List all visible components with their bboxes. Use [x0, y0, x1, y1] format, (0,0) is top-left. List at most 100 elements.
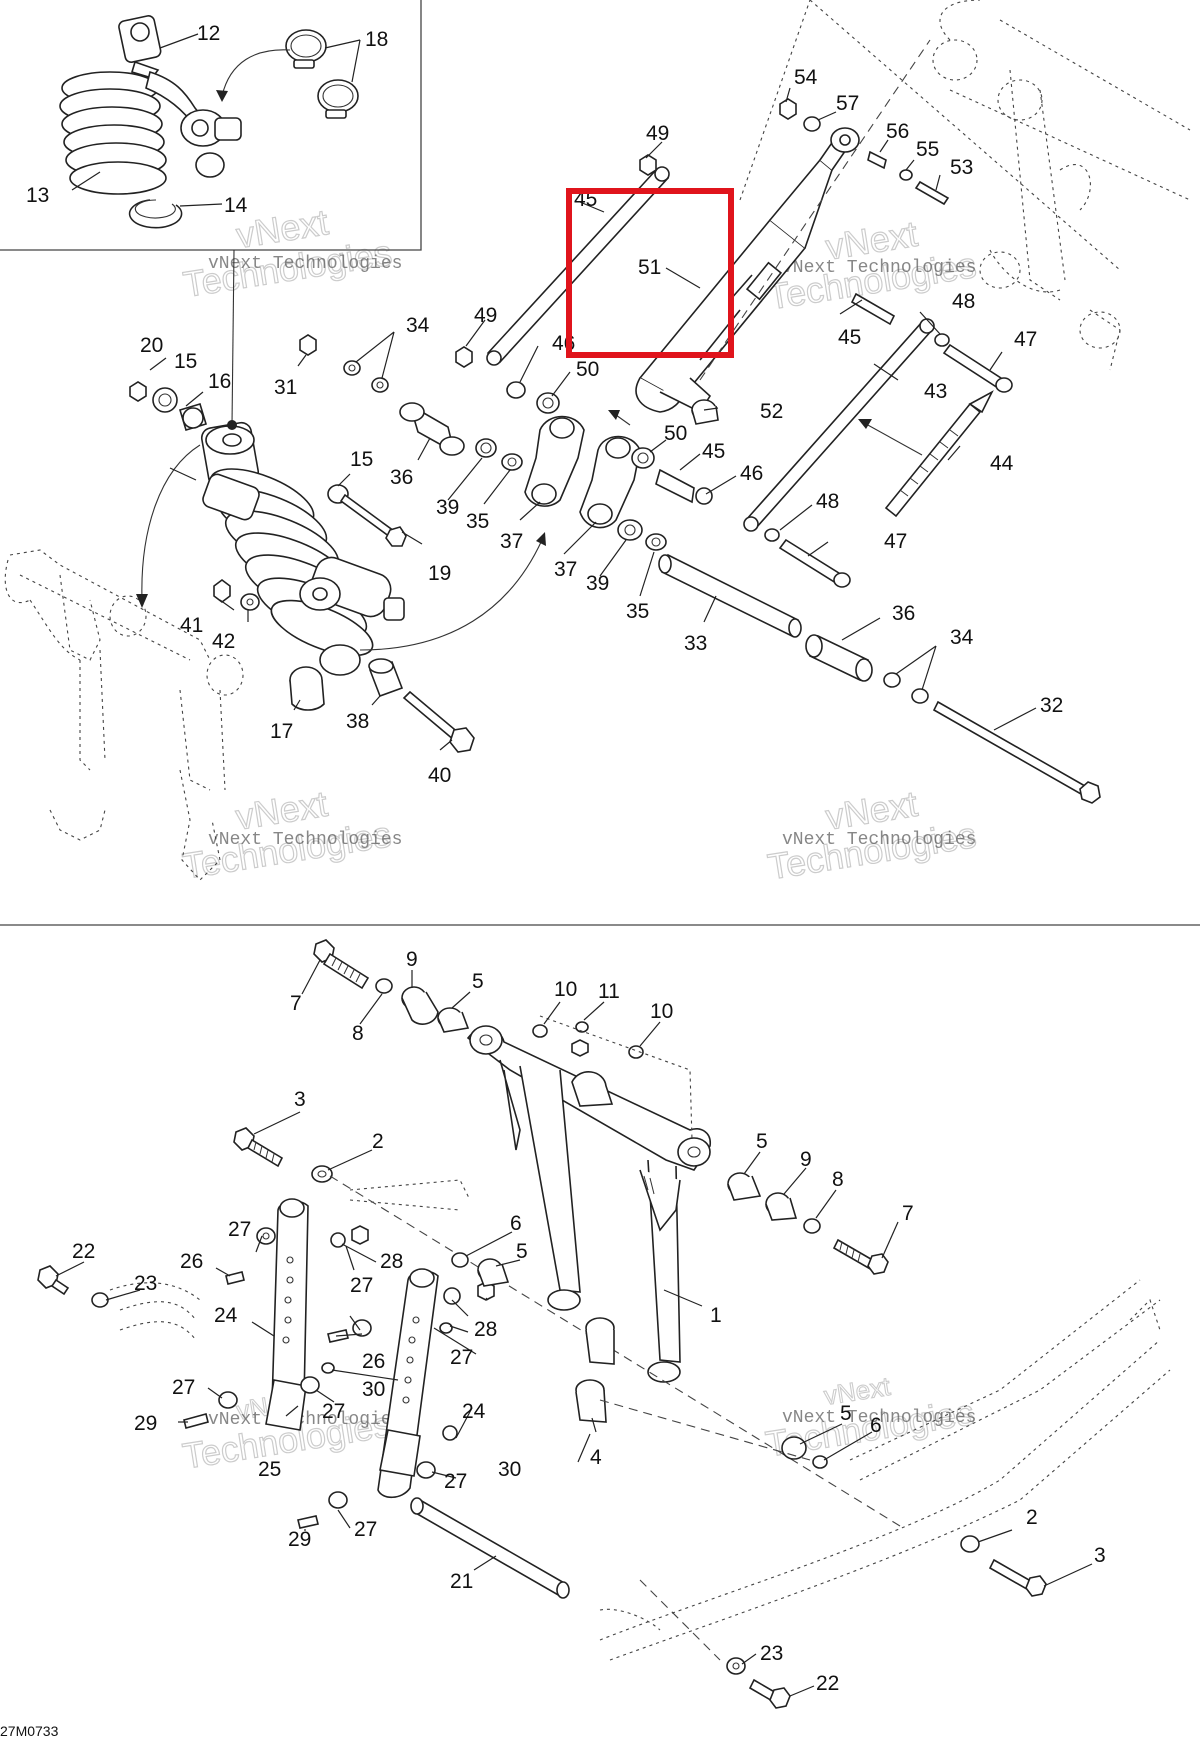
part-label-34: 34: [950, 626, 974, 649]
part-label-50: 50: [576, 358, 599, 381]
part-label-9: 9: [406, 948, 418, 971]
highlight-box-part-51: [566, 188, 734, 358]
reference-code: 27M0733: [0, 1723, 59, 1739]
part-label-2: 2: [372, 1130, 384, 1153]
part-label-43: 43: [924, 380, 947, 403]
part-label-7: 7: [902, 1202, 914, 1225]
part-label-25: 25: [258, 1458, 281, 1481]
part-label-3: 3: [294, 1088, 306, 1111]
front-spacers-middle: [451, 1252, 828, 1469]
part-label-41: 41: [180, 614, 203, 637]
part-label-1: 1: [710, 1304, 722, 1327]
part-label-52: 52: [760, 400, 783, 423]
watermark-brand: vNext Technologies: [782, 1408, 976, 1428]
part-label-5: 5: [840, 1402, 852, 1425]
part-label-27: 27: [172, 1376, 195, 1399]
part-label-3: 3: [1094, 1544, 1106, 1567]
part-label-23: 23: [134, 1272, 157, 1295]
part-label-28: 28: [474, 1318, 497, 1341]
part-label-34: 34: [406, 314, 430, 337]
part-label-20: 20: [140, 334, 163, 357]
ski-rails-dashed: [109, 1179, 1171, 1661]
part-label-8: 8: [352, 1022, 364, 1045]
part-label-27: 27: [444, 1470, 467, 1493]
part-label-27: 27: [350, 1274, 373, 1297]
part-label-32: 32: [1040, 694, 1063, 717]
part-label-5: 5: [516, 1240, 528, 1263]
shaft-21: [410, 1497, 570, 1599]
arrow-head: [216, 90, 228, 102]
rear-frame-dashed: [699, 0, 1191, 381]
part-label-45: 45: [702, 440, 725, 463]
part-labels: 12 13 14 18 20 15 16 31 34 15 36 39 35 3…: [0, 22, 1106, 1739]
part-label-28: 28: [380, 1250, 403, 1273]
part-label-49: 49: [646, 122, 669, 145]
part-label-57: 57: [836, 92, 859, 115]
part-label-45: 45: [838, 326, 861, 349]
front-suspension-assembly: [37, 939, 1171, 1709]
part-label-53: 53: [950, 156, 973, 179]
part-label-15: 15: [174, 350, 197, 373]
front-washers: [532, 1015, 693, 1141]
part-label-38: 38: [346, 710, 369, 733]
part-label-13: 13: [26, 184, 49, 207]
watermark-brand: vNext Technologies: [208, 1410, 402, 1430]
arrow-line: [221, 49, 291, 97]
assembly-arrows: [136, 410, 923, 651]
part-label-26: 26: [362, 1350, 385, 1373]
watermark-brand: vNext Technologies: [782, 258, 976, 278]
part-label-27: 27: [450, 1346, 473, 1369]
part-label-51: 51: [638, 256, 661, 279]
part-label-10: 10: [650, 1000, 673, 1023]
part-label-11: 11: [598, 980, 620, 1003]
part-label-14: 14: [224, 194, 248, 217]
links-24: [265, 1198, 439, 1499]
leader-lines: [55, 33, 1093, 1697]
retaining-ring-14: [128, 199, 183, 229]
part-label-49: 49: [474, 304, 497, 327]
part-label-18: 18: [365, 28, 388, 51]
part-label-31: 31: [274, 376, 297, 399]
part-label-21: 21: [450, 1570, 473, 1593]
frames: [0, 0, 1200, 926]
hose-clamps-18: [285, 29, 359, 119]
a-arm-1: [466, 1025, 711, 1383]
part-label-48: 48: [816, 490, 839, 513]
front-hardware-bottom: [37, 1265, 1047, 1709]
part-label-37: 37: [500, 530, 523, 553]
part-label-46: 46: [740, 462, 763, 485]
part-label-35: 35: [626, 600, 649, 623]
part-label-35: 35: [466, 510, 489, 533]
part-label-36: 36: [390, 466, 413, 489]
part-label-12: 12: [197, 22, 220, 45]
part-label-33: 33: [684, 632, 707, 655]
left-frame-dashed: [4, 549, 244, 881]
part-label-40: 40: [428, 764, 451, 787]
part-label-4: 4: [590, 1446, 602, 1469]
part-label-9: 9: [800, 1148, 812, 1171]
part-label-42: 42: [212, 630, 235, 653]
part-label-22: 22: [816, 1672, 839, 1695]
left-hardware: [129, 381, 475, 753]
part-label-29: 29: [134, 1412, 157, 1435]
part-label-15: 15: [350, 448, 373, 471]
part-label-47: 47: [1014, 328, 1037, 351]
inset-frame: [0, 0, 422, 251]
watermark-brand: vNext Technologies: [208, 254, 402, 274]
part-label-24: 24: [214, 1304, 238, 1327]
part-label-10: 10: [554, 978, 577, 1001]
part-label-19: 19: [428, 562, 451, 585]
front-bolt-3-left: [233, 1127, 901, 1527]
cross-shafts: [658, 553, 1101, 804]
coil-spring-13: [59, 71, 167, 195]
part-label-54: 54: [794, 66, 818, 89]
part-label-6: 6: [510, 1212, 522, 1235]
front-hardware-right: [727, 1172, 889, 1275]
part-label-30: 30: [362, 1378, 385, 1401]
part-label-39: 39: [586, 572, 609, 595]
part-label-6: 6: [870, 1414, 882, 1437]
bell-cranks-37: [524, 415, 641, 529]
part-label-27: 27: [322, 1400, 345, 1423]
part-label-37: 37: [554, 558, 577, 581]
